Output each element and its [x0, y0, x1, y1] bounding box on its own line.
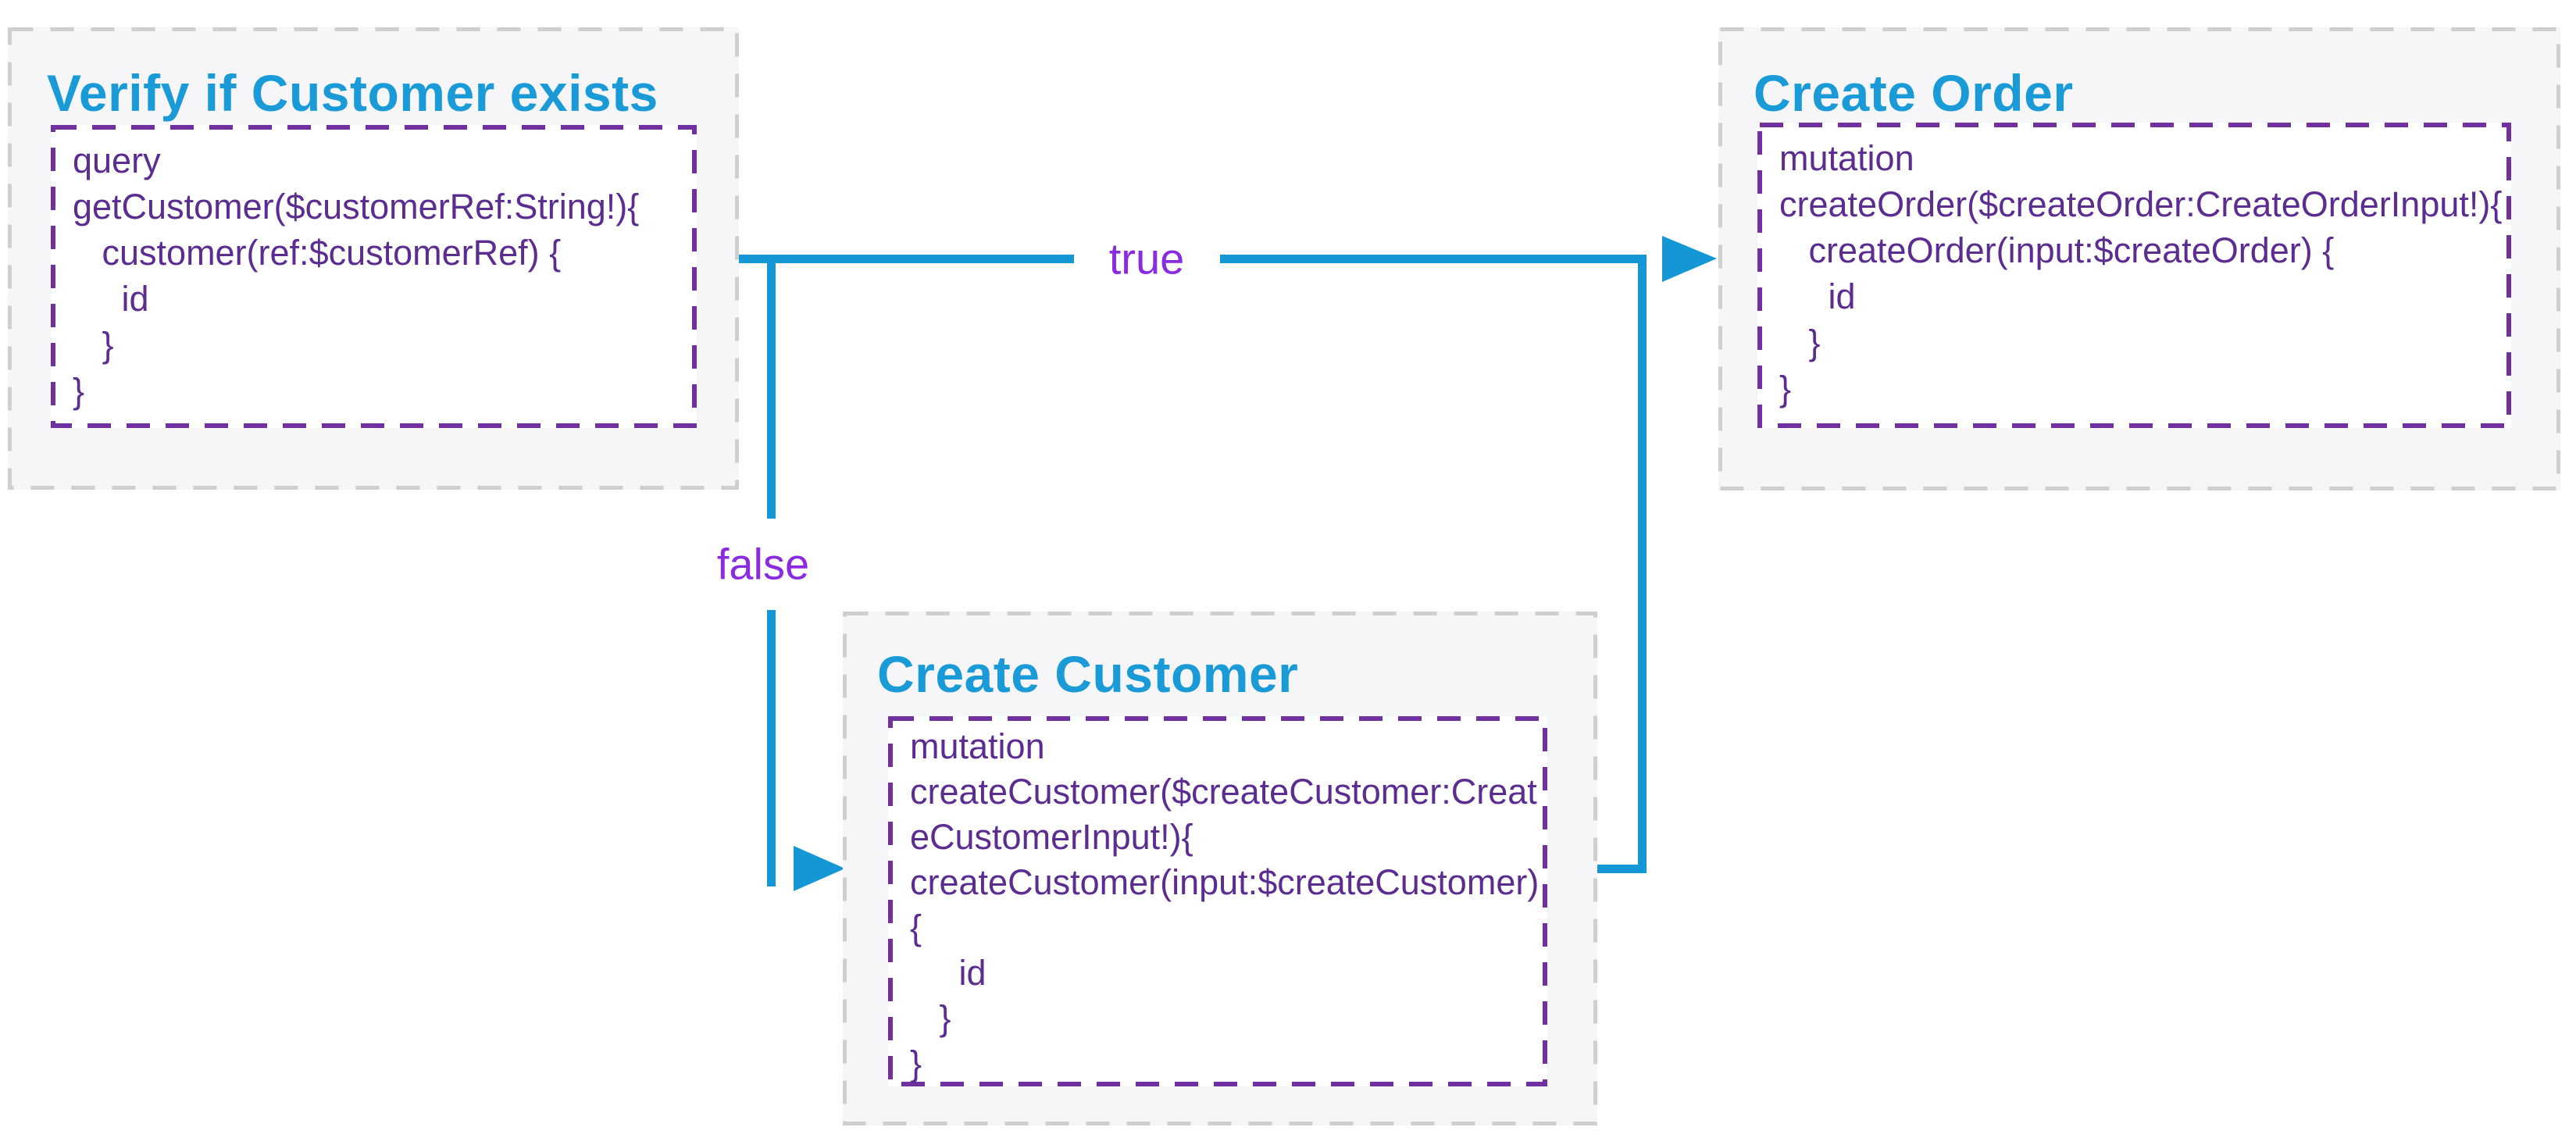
edge-label-true: true [1108, 234, 1185, 284]
arrowhead-into-create-order [1662, 236, 1717, 282]
customer-to-order-stub [1596, 865, 1643, 873]
true-edge-line-right [1220, 255, 1647, 263]
true-edge-line-left [739, 255, 1074, 263]
graphql-code: mutation createCustomer($createCustomer:… [910, 726, 1540, 1083]
graphql-code: mutation createOrder($createOrder:Create… [1779, 138, 2503, 408]
graphql-code: query getCustomer($customerRef:String!){… [73, 141, 640, 411]
node-create-order: Create Order mutation createOrder($creat… [1718, 27, 2560, 490]
node-title: Verify if Customer exists [47, 64, 658, 122]
edge-label-false: false [716, 539, 810, 589]
node-title: Create Customer [877, 645, 1299, 703]
code-box: mutation createOrder($createOrder:Create… [1757, 123, 2511, 428]
false-edge-line-lower [767, 610, 776, 886]
arrowhead-into-create-customer [794, 846, 845, 891]
node-verify-if-customer-exists: Verify if Customer exists query getCusto… [8, 27, 739, 490]
node-create-customer: Create Customer mutation createCustomer(… [843, 612, 1597, 1125]
customer-to-order-riser [1638, 255, 1647, 873]
code-box: mutation createCustomer($createCustomer:… [888, 716, 1547, 1086]
node-title: Create Order [1754, 64, 2074, 122]
false-edge-line-upper [767, 255, 776, 519]
code-box: query getCustomer($customerRef:String!){… [51, 125, 697, 428]
